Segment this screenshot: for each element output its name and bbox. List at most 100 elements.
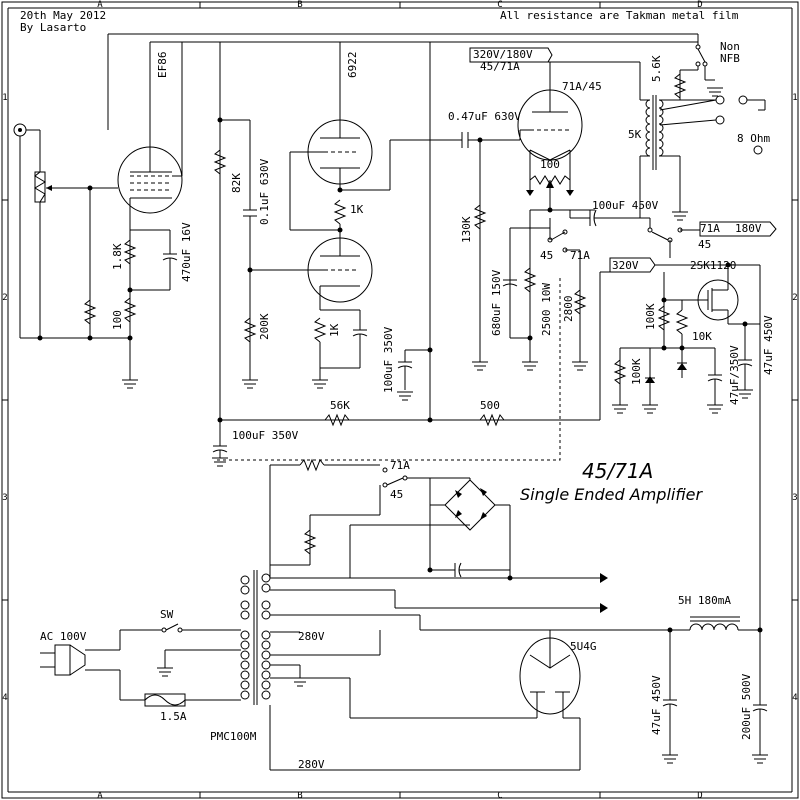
c-100uf-350-label: 100uF 350V bbox=[382, 326, 395, 393]
fet-supply-label: 320V bbox=[612, 259, 639, 272]
fet-supply-flag-icon bbox=[609, 257, 656, 273]
ground-icon bbox=[752, 754, 768, 764]
r-10k-label: 10K bbox=[692, 330, 712, 343]
r-100k-a-label: 100K bbox=[644, 303, 657, 330]
header-author: By Lasarto bbox=[20, 21, 86, 34]
sel-180v-label: 180V bbox=[735, 222, 762, 235]
c-100uf-350-b-label: 100uF 350V bbox=[232, 429, 299, 442]
ef86-tube: EF86 bbox=[117, 42, 183, 230]
sw-label: SW bbox=[160, 608, 174, 621]
ground-icon bbox=[707, 404, 723, 414]
71a-45-label: 71A/45 bbox=[562, 80, 602, 93]
input-stage bbox=[13, 123, 130, 341]
c-047uf-label-1: 0.47uF 630V bbox=[448, 110, 521, 123]
grid-row-4-left: 4 bbox=[2, 693, 7, 703]
grid-col-c-bottom: C bbox=[497, 791, 502, 800]
header-note: All resistance are Takman metal film bbox=[500, 9, 739, 22]
sel-71a-c-label: 71A bbox=[700, 222, 720, 235]
r-82k-label: 82K bbox=[230, 173, 243, 193]
b-plus-flag-label: 320V/180V bbox=[473, 48, 533, 61]
speaker-terminal-icon bbox=[715, 95, 725, 105]
r-100k-b-label: 100K bbox=[630, 358, 643, 385]
sel-45-d-label: 45 bbox=[390, 488, 403, 501]
grid-row-1-left: 1 bbox=[2, 93, 7, 103]
output-transformer: 5K bbox=[628, 95, 664, 170]
grid-col-a-bottom: A bbox=[97, 791, 103, 800]
grid-row-1-right: 1 bbox=[792, 93, 797, 103]
ground-icon bbox=[672, 211, 688, 221]
ground-icon bbox=[642, 404, 658, 414]
grid-col-d-bottom: D bbox=[697, 791, 702, 800]
speaker-terminal-icon bbox=[738, 95, 748, 105]
sel-45-b-label: 45 bbox=[540, 249, 553, 262]
r-130k-label: 130K bbox=[460, 216, 473, 243]
sel-71a-d-label: 71A bbox=[390, 459, 410, 472]
power-transformer: PMC100M bbox=[210, 570, 271, 743]
supply-180v-flag-icon bbox=[699, 221, 777, 237]
fuse-label: 1.5A bbox=[160, 710, 187, 723]
c-100uf-450-label-1: 100uF 450V bbox=[592, 199, 659, 212]
speaker-terminal-icon bbox=[715, 115, 725, 125]
ground-icon bbox=[707, 87, 723, 97]
grid-col-b-top: B bbox=[297, 0, 302, 10]
ground-icon bbox=[662, 754, 678, 764]
sec-280-a-label: 280V bbox=[298, 630, 325, 643]
ground-icon bbox=[242, 379, 258, 389]
ef86-label: EF86 bbox=[156, 52, 169, 79]
r-500-label: 500 bbox=[480, 399, 500, 412]
5u4g-tube: 5U4G bbox=[519, 630, 597, 718]
out-ohm-label: 8 Ohm bbox=[737, 132, 770, 145]
6922-label: 6922 bbox=[346, 52, 359, 79]
title-sub: Single Ended Amplifier bbox=[520, 485, 704, 504]
bridge-rectifier-icon bbox=[444, 479, 496, 531]
ot-primary-label: 5K bbox=[628, 128, 642, 141]
ground-icon bbox=[572, 361, 588, 371]
grid-col-a-top: A bbox=[97, 0, 103, 10]
grid-col-d-top: D bbox=[697, 0, 702, 10]
nfb-non-label: Non bbox=[720, 40, 740, 53]
ground-icon bbox=[312, 379, 328, 389]
c-47uf-450-label: 47uF 450V bbox=[650, 675, 663, 735]
grid-row-2-left: 2 bbox=[2, 293, 7, 303]
grid-col-b-bottom: B bbox=[297, 791, 302, 800]
header-date: 20th May 2012 bbox=[20, 9, 106, 22]
5u4g-label: 5U4G bbox=[570, 640, 597, 653]
grid-col-c-top: C bbox=[497, 0, 502, 10]
ground-icon bbox=[122, 379, 138, 389]
r-100-hum-label: 100 bbox=[540, 158, 560, 171]
c-01uf-label: 0.1uF 630V bbox=[258, 158, 271, 225]
speaker-terminal-icon bbox=[753, 145, 763, 155]
71a-45-tube: 71A/45 bbox=[517, 62, 602, 161]
power-switch-icon[interactable] bbox=[161, 627, 167, 633]
title-main: 45/71A bbox=[582, 459, 653, 483]
r-100-left-label: 100 bbox=[111, 310, 124, 330]
choke-label: 5H 180mA bbox=[678, 594, 731, 607]
ac-in-label: AC 100V bbox=[40, 630, 87, 643]
ground-icon bbox=[157, 667, 173, 677]
ac-plug-icon bbox=[40, 644, 86, 676]
grid-row-3-left: 3 bbox=[2, 493, 7, 503]
r-200k-label: 200K bbox=[258, 313, 271, 340]
sel-45-c-label: 45 bbox=[698, 238, 711, 251]
b-plus-flag-icon bbox=[469, 47, 553, 63]
r-5-6k-label: 5.6K bbox=[650, 55, 663, 82]
r-1-8k-label: 1.8K bbox=[111, 243, 124, 270]
ground-icon bbox=[472, 361, 488, 371]
ground-icon bbox=[397, 391, 413, 401]
c-47uf-450-r-label: 47uF 450V bbox=[762, 315, 775, 375]
nfb-label: NFB bbox=[720, 52, 740, 65]
grid-row-4-right: 4 bbox=[792, 693, 797, 703]
ground-icon bbox=[612, 404, 628, 414]
c-47uf-350-label: 47uF/350V bbox=[728, 345, 741, 405]
r-56k-label: 56K bbox=[330, 399, 350, 412]
ground-icon bbox=[522, 361, 538, 371]
b-plus-flag-label-2: 45/71A bbox=[480, 60, 520, 73]
c-680uf-label: 680uF 150V bbox=[490, 269, 503, 336]
grid-row-2-right: 2 bbox=[792, 293, 797, 303]
ground-icon bbox=[737, 389, 753, 399]
r-1k-top-label: 1K bbox=[350, 203, 364, 216]
